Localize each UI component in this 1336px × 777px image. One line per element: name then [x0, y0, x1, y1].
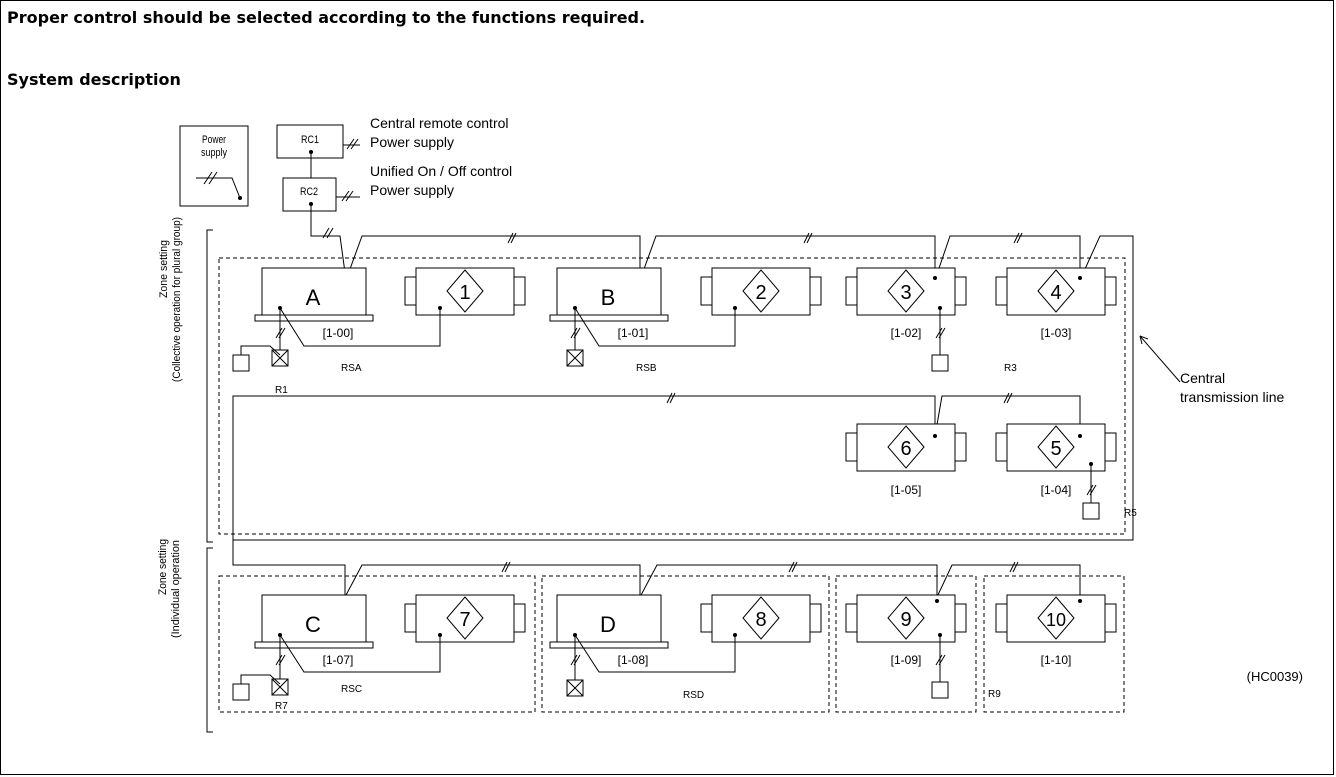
- indoor-10-label: 10: [1046, 610, 1066, 630]
- section-title: System description: [7, 70, 181, 89]
- address-1-00: [1-00]: [323, 326, 354, 340]
- indoor-3-label: 3: [900, 282, 911, 304]
- indoor-unit-3: 3 [1-02]: [845, 267, 967, 340]
- indoor-9-label: 9: [900, 609, 911, 631]
- indoor-unit-5: 5 [1-04]: [995, 423, 1117, 497]
- label-r5: R5: [1124, 508, 1137, 519]
- central-line-label: Central: [1180, 370, 1225, 386]
- outdoor-d-label: D: [600, 612, 616, 637]
- outdoor-unit-b: B [1-01]: [549, 267, 669, 340]
- label-rsc: RSC: [341, 684, 362, 695]
- indoor-2-label: 2: [755, 282, 766, 304]
- address-1-04: [1-04]: [1041, 483, 1072, 497]
- zone1-title: Zone setting: [158, 240, 170, 298]
- indoor-unit-4: 4 [1-03]: [995, 267, 1117, 340]
- indoor-8-label: 8: [755, 609, 766, 631]
- address-1-01: [1-01]: [618, 326, 649, 340]
- legend-power-label: Power: [202, 134, 226, 146]
- rc1-label: RC1: [301, 134, 319, 146]
- zone2-title: Zone setting: [157, 539, 169, 595]
- address-1-09: [1-09]: [891, 653, 922, 667]
- address-1-07: [1-07]: [323, 653, 354, 667]
- indoor-7-label: 7: [459, 609, 470, 631]
- indoor-unit-9: 9 [1-09]: [845, 594, 967, 667]
- rc2-description: Unified On / Off control: [370, 163, 512, 179]
- indoor-unit-1: 1: [404, 267, 526, 316]
- zone2-subtitle: (Individual operation: [170, 540, 182, 638]
- outdoor-unit-a: A [1-00]: [254, 267, 374, 340]
- indoor-unit-10: 10 [1-10]: [995, 594, 1117, 667]
- address-1-03: [1-03]: [1041, 326, 1072, 340]
- label-r1: R1: [275, 385, 288, 396]
- label-rsb: RSB: [636, 363, 657, 374]
- label-rsd: RSD: [683, 690, 704, 701]
- figure-code: (HC0039): [1247, 669, 1303, 684]
- power-supply-legend: Power supply: [179, 125, 249, 207]
- label-r9: R9: [988, 689, 1001, 700]
- zone1-subtitle: (Collective operation for plural group): [171, 217, 183, 382]
- outdoor-c-label: C: [305, 612, 321, 637]
- remote-control-rc2: RC2 Unified On / Off control Power suppl…: [282, 163, 512, 212]
- indoor-unit-8: 8: [700, 594, 822, 643]
- group-c-boundary: [218, 575, 536, 713]
- group-d-boundary: [541, 575, 830, 713]
- zone-bracket-individual: Zone setting (Individual operation: [157, 539, 213, 733]
- indoor-4-label: 4: [1050, 282, 1061, 304]
- rc2-power-supply: Power supply: [370, 182, 454, 198]
- outdoor-b-label: B: [601, 285, 616, 310]
- indoor-1-label: 1: [459, 282, 470, 304]
- rc1-power-supply: Power supply: [370, 134, 454, 150]
- rc2-label: RC2: [300, 186, 318, 198]
- zone1-boundary: [218, 257, 1126, 535]
- label-r7: R7: [275, 701, 288, 712]
- remote-control-rc1: RC1 Central remote control Power supply: [276, 115, 509, 159]
- indoor-5-label: 5: [1050, 438, 1061, 460]
- page-heading: Proper control should be selected accord…: [7, 8, 646, 27]
- address-1-05: [1-05]: [891, 483, 922, 497]
- rc1-description: Central remote control: [370, 115, 509, 131]
- indoor-unit-7: 7: [404, 594, 526, 643]
- label-r3: R3: [1004, 363, 1017, 374]
- address-1-02: [1-02]: [891, 326, 922, 340]
- outdoor-a-label: A: [306, 285, 321, 310]
- indoor-6-label: 6: [900, 438, 911, 460]
- group-10-boundary: [983, 575, 1125, 713]
- group-9-boundary: [835, 575, 977, 713]
- zone-bracket-collective: Zone setting (Collective operation for p…: [158, 217, 213, 543]
- outdoor-unit-d: D [1-08]: [549, 594, 669, 667]
- central-line-label-2: transmission line: [1180, 389, 1284, 405]
- indoor-unit-2: 2: [700, 267, 822, 316]
- legend-supply-label: supply: [201, 147, 227, 159]
- indoor-unit-6: 6 [1-05]: [845, 423, 967, 497]
- address-1-10: [1-10]: [1041, 653, 1072, 667]
- label-rsa: RSA: [341, 363, 362, 374]
- outdoor-unit-c: C [1-07]: [254, 594, 374, 667]
- address-1-08: [1-08]: [618, 653, 649, 667]
